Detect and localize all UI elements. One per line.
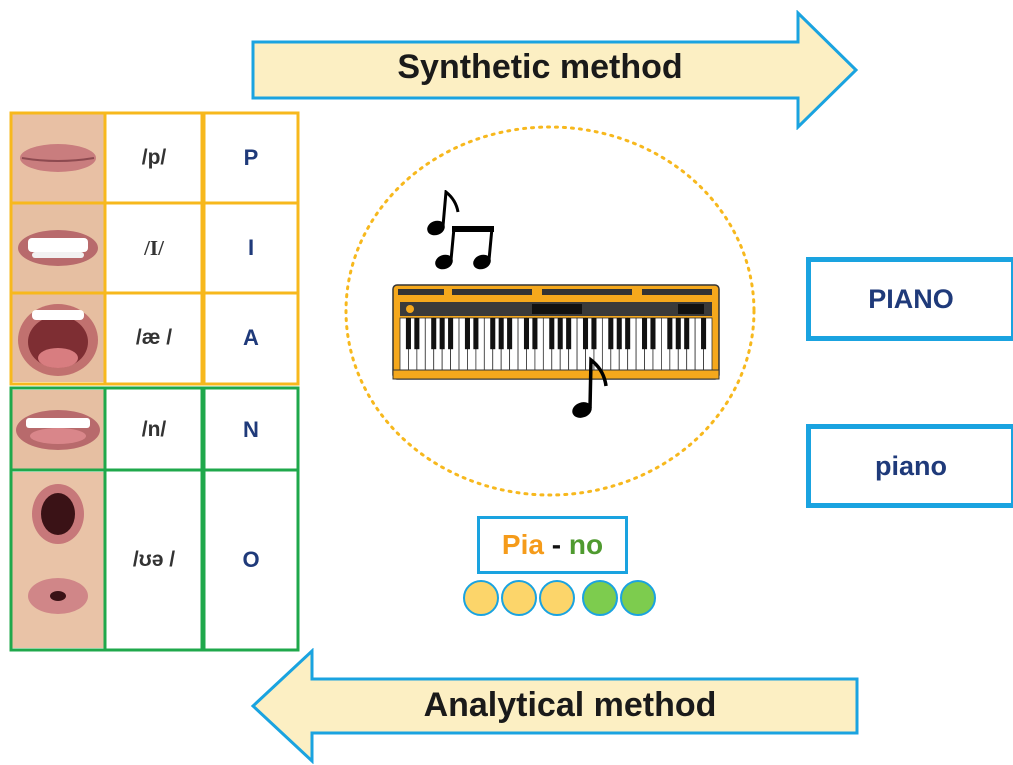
- phoneme-cell: /I/: [106, 204, 202, 292]
- syllable-separator: -: [543, 529, 569, 560]
- letter-cell: O: [206, 472, 296, 648]
- synthetic-method-label: Synthetic method: [397, 48, 683, 86]
- synthetic-arrow: [251, 10, 859, 130]
- phoneme-cell: /p/: [106, 114, 202, 202]
- analytical-arrow: [250, 648, 859, 764]
- sound-dot: [501, 580, 537, 616]
- word-lowercase-box: piano: [806, 424, 1013, 508]
- sound-dot: [582, 580, 618, 616]
- phoneme-cell: /æ /: [106, 294, 202, 382]
- mouth-ae-image: [12, 294, 104, 382]
- phoneme-cell: /n/: [106, 390, 202, 470]
- sound-dot: [620, 580, 656, 616]
- mouth-n-image: [12, 390, 104, 470]
- letter-cell: N: [206, 390, 296, 470]
- sound-dot: [539, 580, 575, 616]
- letter-cell: A: [206, 294, 296, 382]
- syllable-box: Pia - no: [477, 516, 628, 574]
- mouth-ua-image: [12, 472, 104, 648]
- music-note-icon: [572, 356, 608, 418]
- sound-dot: [463, 580, 499, 616]
- syllable-first: Pia: [501, 529, 544, 560]
- letter-cell: I: [206, 204, 296, 292]
- table-grid: [9, 111, 300, 652]
- beamed-notes-icon: [427, 190, 494, 270]
- mouth-i-image: [12, 204, 104, 292]
- analytical-method-label: Analytical method: [423, 686, 717, 724]
- music-circle: [344, 125, 756, 497]
- syllable-second: no: [568, 529, 604, 560]
- mouth-p-image: [12, 114, 104, 202]
- letter-cell: P: [206, 114, 296, 202]
- keyboard-icon: [392, 284, 720, 380]
- word-uppercase-box: PIANO: [806, 257, 1013, 341]
- phoneme-cell: /ʊə /: [106, 472, 202, 648]
